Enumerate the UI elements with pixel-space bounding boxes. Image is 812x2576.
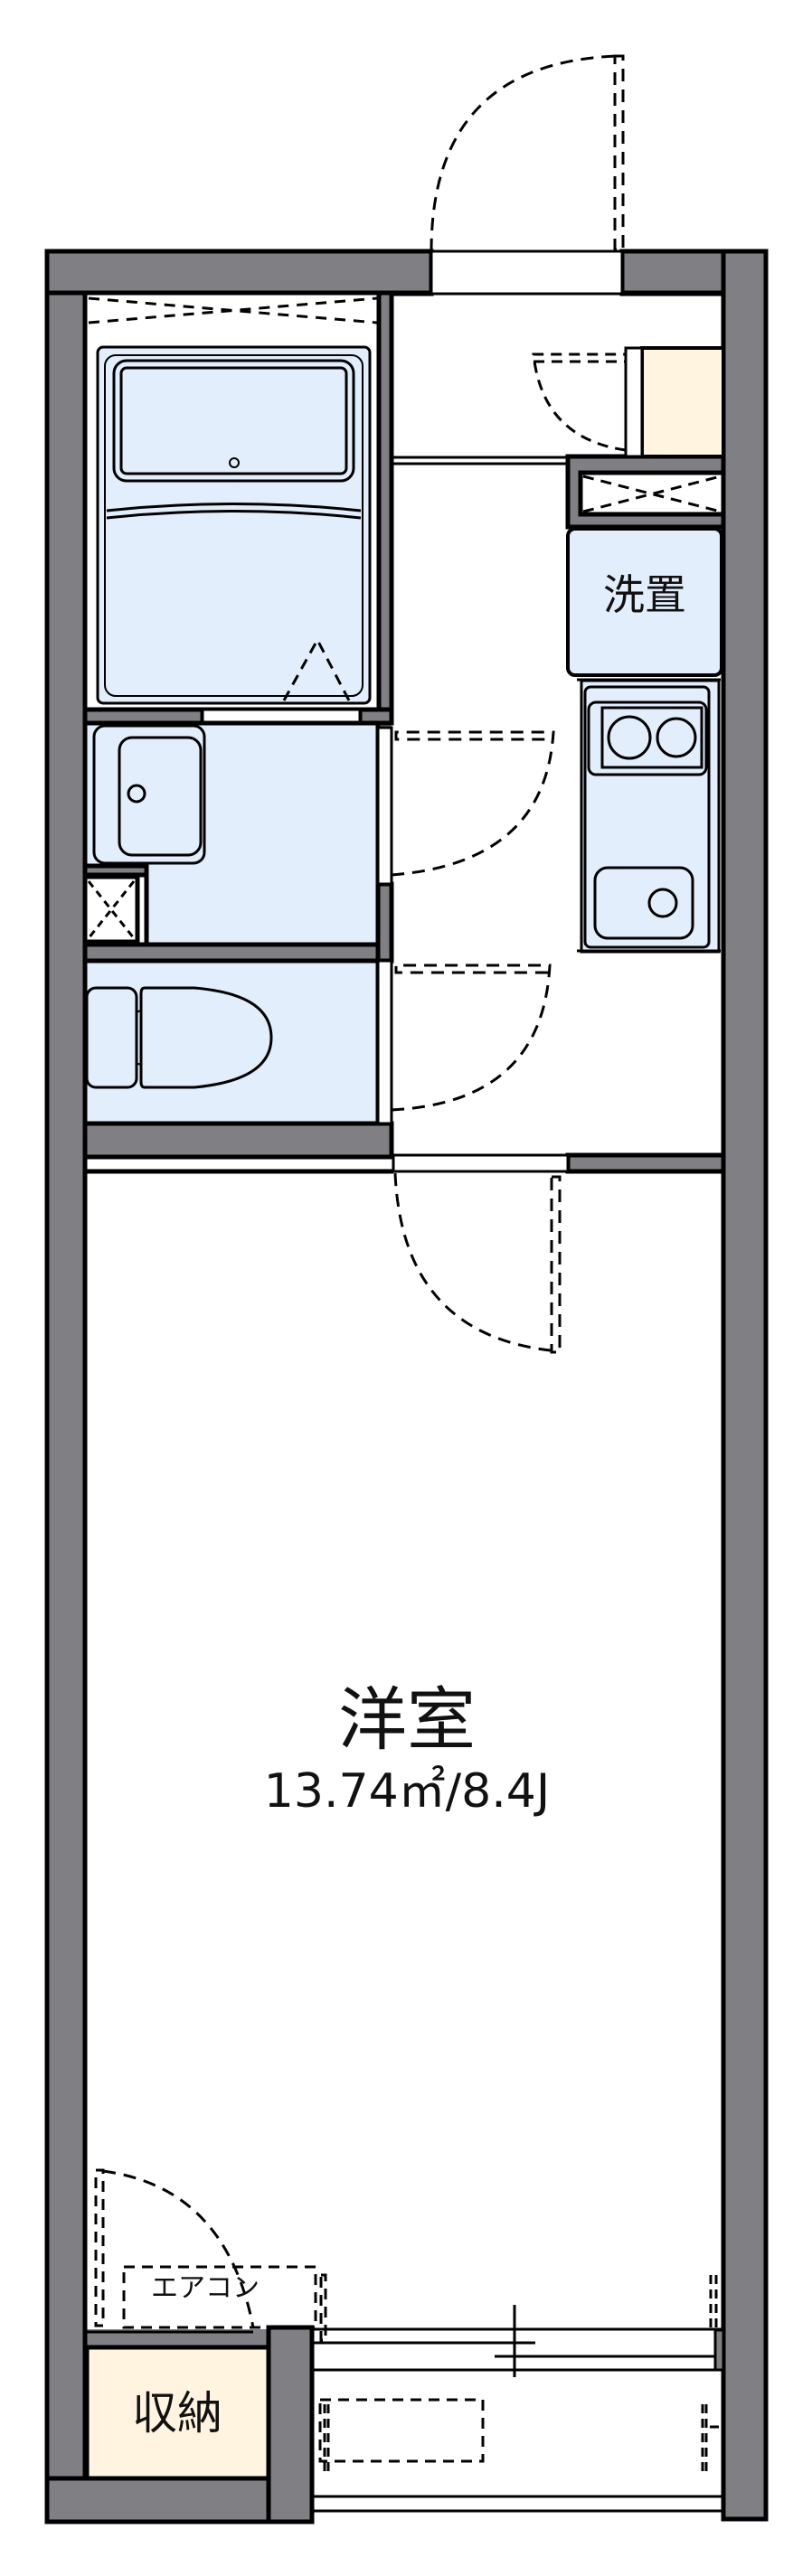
kitchen-sink[interactable] bbox=[593, 866, 694, 940]
wash-bottom-wall bbox=[82, 942, 394, 964]
toilet-bowl bbox=[139, 986, 273, 1089]
room-area-label: 13.74㎡/8.4J bbox=[263, 1764, 551, 1819]
stove[interactable] bbox=[587, 700, 708, 776]
tub-edge bbox=[106, 503, 362, 520]
left-wall bbox=[44, 249, 88, 2524]
outer-wall-outline bbox=[44, 249, 769, 2524]
entrance-door-swing bbox=[430, 54, 618, 252]
room-name-label: 洋室 bbox=[338, 1679, 476, 1760]
storage-closet[interactable] bbox=[84, 2345, 271, 2481]
entrance-opening[interactable] bbox=[430, 249, 624, 296]
shoe-cabinet-swing bbox=[532, 353, 627, 452]
right-wall bbox=[721, 249, 769, 2522]
aircon-label: エアコン bbox=[151, 2272, 260, 2304]
tub-drain bbox=[229, 457, 240, 468]
room-door-swing bbox=[393, 1172, 560, 1353]
room-door-leaf bbox=[550, 1175, 562, 1354]
storage-door-swing bbox=[102, 2169, 255, 2328]
balcony-drain-right bbox=[701, 2404, 723, 2472]
toilet-hinges bbox=[135, 1010, 142, 1066]
washbasin bbox=[92, 724, 206, 865]
burner-right bbox=[656, 717, 697, 758]
kitchen-top bbox=[583, 685, 711, 949]
washbasin-drain bbox=[127, 784, 146, 804]
toilet-room bbox=[82, 958, 381, 1126]
room-door-opening[interactable] bbox=[392, 1153, 570, 1173]
shoe-cabinet-door bbox=[624, 346, 644, 458]
toilet-tank bbox=[85, 986, 138, 1089]
washer-space-label: 洗置 bbox=[603, 570, 686, 619]
outdoor-unit[interactable] bbox=[318, 2398, 485, 2463]
kitchen-edges bbox=[577, 678, 721, 953]
aircon-bracket bbox=[319, 2273, 327, 2342]
burner-left bbox=[607, 715, 652, 760]
window-sash bbox=[312, 2305, 723, 2377]
shoe-cabinet[interactable] bbox=[640, 346, 725, 458]
toilet-bottom-wall bbox=[82, 1121, 394, 1160]
storage-door-leaf bbox=[94, 2168, 105, 2327]
balcony-drain-left bbox=[323, 2404, 330, 2472]
window-pier-right bbox=[713, 2328, 725, 2372]
storage-side-wall bbox=[266, 2325, 315, 2524]
storage-label: 収納 bbox=[132, 2387, 222, 2440]
washbasin-bowl bbox=[118, 736, 203, 857]
bathtub-inner bbox=[104, 354, 364, 697]
room-top-wall-right bbox=[565, 1152, 726, 1174]
window-right-dash bbox=[709, 2275, 718, 2332]
upper-cabinet-x bbox=[582, 475, 722, 513]
wash-door-swing bbox=[391, 730, 555, 877]
washer-space[interactable] bbox=[566, 527, 723, 677]
toilet-door[interactable] bbox=[376, 959, 393, 1125]
stove-inner bbox=[600, 706, 703, 769]
entrance-door-leaf bbox=[613, 54, 625, 251]
toilet-door-swing bbox=[391, 964, 552, 1112]
top-wall-left bbox=[44, 249, 434, 296]
aircon-unit[interactable] bbox=[122, 2265, 317, 2329]
wash-door[interactable] bbox=[376, 726, 393, 886]
balcony-rail bbox=[312, 2495, 723, 2513]
bathtub bbox=[96, 345, 372, 705]
step-line bbox=[392, 456, 568, 465]
tub-basin bbox=[112, 359, 355, 483]
tub-basin-inner bbox=[119, 366, 348, 475]
bath-ceiling-x bbox=[88, 296, 378, 324]
sink-drain bbox=[647, 888, 678, 918]
bath-door-symbol bbox=[282, 636, 351, 701]
